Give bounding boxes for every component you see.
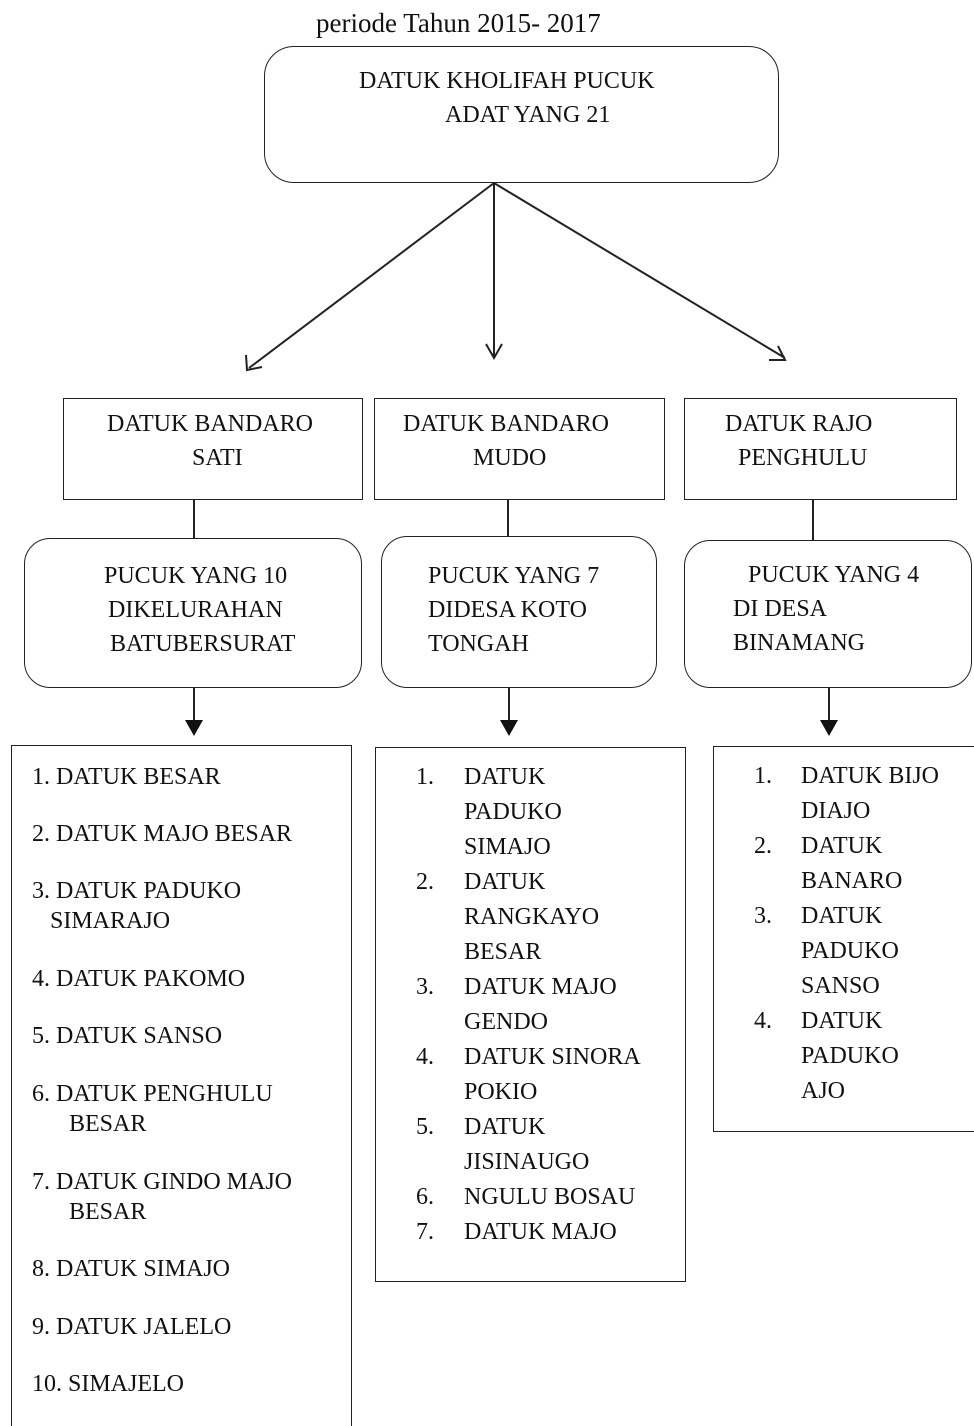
diagram-caption: periode Tahun 2015- 2017 [316, 8, 601, 38]
arrowhead-right [769, 345, 787, 361]
pucuk-line: PUCUK YANG 10 [104, 563, 288, 589]
arrowhead-center [485, 343, 503, 361]
list-item-continued: PADUKO [801, 938, 899, 964]
branch-title-line: DATUK RAJO [725, 411, 873, 437]
list-item: 1. DATUK BESAR [32, 764, 221, 790]
pucuk-box-7: PUCUK YANG 7 DIDESA KOTO TONGAH [381, 536, 657, 688]
arrowhead-down-2 [500, 720, 518, 736]
list-item-continued: RANGKAYO [464, 904, 600, 930]
arrowhead-down-3 [820, 720, 838, 736]
list-item: 2. DATUK MAJO BESAR [32, 821, 293, 847]
member-list-box-4: 1. DATUK BIJO DIAJO 2. DATUK BANARO 3. D… [713, 746, 974, 1132]
pucuk-line: PUCUK YANG 7 [428, 563, 600, 589]
pucuk-box-10: PUCUK YANG 10 DIKELURAHAN BATUBERSURAT [24, 538, 362, 688]
branch-title-line: SATI [192, 445, 243, 471]
list-item-continued: BESAR [69, 1111, 147, 1137]
list-item-continued: PADUKO [801, 1043, 899, 1069]
list-item: 4. DATUK PAKOMO [32, 966, 246, 992]
list-item: 8. DATUK SIMAJO [32, 1256, 231, 1282]
list-number: 3. [754, 903, 772, 929]
list-item: DATUK BIJO [801, 763, 939, 789]
pucuk-line: DI DESA [733, 596, 827, 622]
list-item-continued: GENDO [464, 1009, 548, 1035]
root-box: DATUK KHOLIFAH PUCUK ADAT YANG 21 [264, 46, 779, 183]
list-item-continued: AJO [801, 1078, 846, 1104]
list-item-continued: PADUKO [464, 799, 562, 825]
list-item: DATUK SINORA [464, 1044, 641, 1070]
list-item-continued: POKIO [464, 1079, 538, 1105]
list-item: DATUK MAJO [464, 1219, 617, 1245]
list-item: 10. SIMAJELO [32, 1371, 185, 1397]
pucuk-line: TONGAH [428, 631, 529, 657]
pucuk-box-4: PUCUK YANG 4 DI DESA BINAMANG [684, 540, 972, 688]
list-item-continued: SIMARAJO [50, 908, 171, 934]
root-line-1: DATUK KHOLIFAH PUCUK [359, 68, 655, 94]
branch-title-line: PENGHULU [738, 445, 868, 471]
list-item: DATUK [464, 1114, 546, 1140]
list-number: 1. [416, 764, 434, 790]
branch-box-bandaro-sati: DATUK BANDARO SATI [63, 398, 363, 500]
pucuk-line: PUCUK YANG 4 [748, 562, 920, 588]
branch-title-line: MUDO [473, 445, 547, 471]
list-item: DATUK [801, 833, 883, 859]
list-item-continued: SANSO [801, 973, 880, 999]
list-item-continued: BANARO [801, 868, 903, 894]
list-number: 6. [416, 1184, 434, 1210]
list-number: 7. [416, 1219, 434, 1245]
list-number: 5. [416, 1114, 434, 1140]
pucuk-line: BATUBERSURAT [110, 631, 296, 657]
list-number: 4. [416, 1044, 434, 1070]
list-item: DATUK [801, 903, 883, 929]
arrowhead-down-1 [185, 720, 203, 736]
pucuk-line: BINAMANG [733, 630, 865, 656]
list-item: 3. DATUK PADUKO [32, 878, 242, 904]
branch-title-line: DATUK BANDARO [107, 411, 314, 437]
list-item-continued: BESAR [69, 1199, 147, 1225]
list-item: 9. DATUK JALELO [32, 1314, 232, 1340]
list-item-continued: BESAR [464, 939, 542, 965]
list-number: 4. [754, 1008, 772, 1034]
branch-title-line: DATUK BANDARO [403, 411, 610, 437]
branch-box-rajo-penghulu: DATUK RAJO PENGHULU [684, 398, 957, 500]
list-item-continued: DIAJO [801, 798, 871, 824]
pucuk-line: DIDESA KOTO [428, 597, 587, 623]
list-item: NGULU BOSAU [464, 1184, 636, 1210]
list-item-continued: JISINAUGO [464, 1149, 590, 1175]
member-list-box-10: 1. DATUK BESAR 2. DATUK MAJO BESAR 3. DA… [11, 745, 352, 1426]
list-item: 5. DATUK SANSO [32, 1023, 223, 1049]
arrowhead-left [245, 354, 263, 372]
root-line-2: ADAT YANG 21 [445, 102, 611, 128]
list-item: DATUK [801, 1008, 883, 1034]
list-item-continued: SIMAJO [464, 834, 551, 860]
list-number: 2. [754, 833, 772, 859]
list-number: 3. [416, 974, 434, 1000]
list-item: DATUK MAJO [464, 974, 617, 1000]
branch-box-bandaro-mudo: DATUK BANDARO MUDO [374, 398, 665, 500]
list-item: DATUK [464, 764, 546, 790]
list-item: 7. DATUK GINDO MAJO [32, 1169, 292, 1195]
pucuk-line: DIKELURAHAN [108, 597, 283, 623]
list-number: 2. [416, 869, 434, 895]
list-item: 6. DATUK PENGHULU [32, 1081, 273, 1107]
list-item: DATUK [464, 869, 546, 895]
arrow-to-rajo-penghulu [493, 182, 786, 359]
arrow-to-bandaro-sati [248, 182, 495, 369]
list-number: 1. [754, 763, 772, 789]
member-list-box-7: 1. DATUK PADUKO SIMAJO 2. DATUK RANGKAYO… [375, 747, 686, 1282]
